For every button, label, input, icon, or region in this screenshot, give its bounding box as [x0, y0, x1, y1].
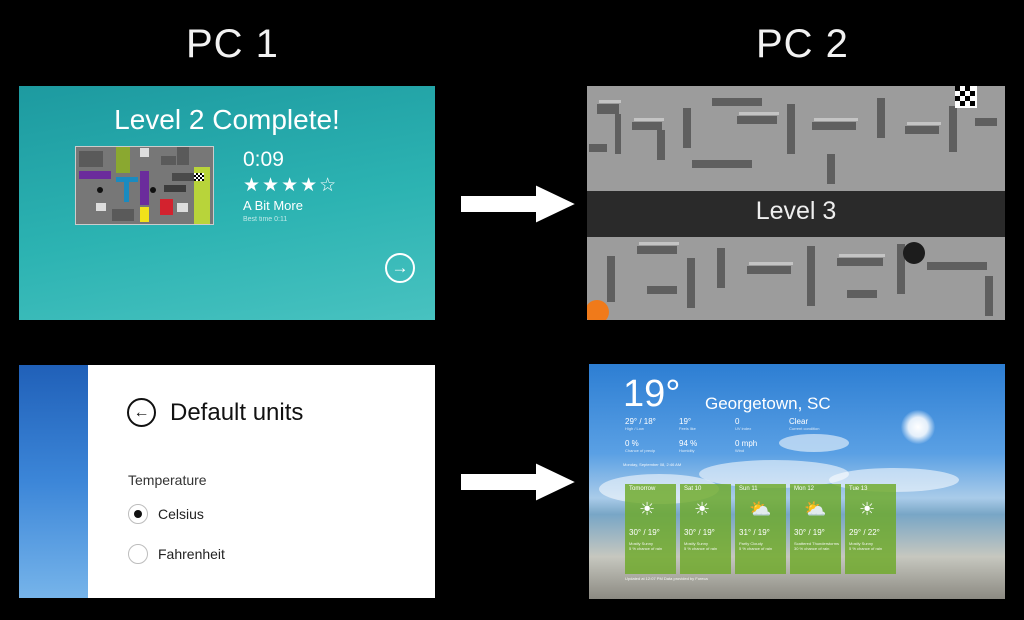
forecast-temp: 29° / 22° — [849, 528, 880, 537]
arrow-right-circle-icon: → — [391, 258, 409, 277]
radio-label: Celsius — [158, 506, 204, 522]
forecast-day-name: Tue 13 — [849, 486, 868, 492]
sun-glow — [901, 410, 935, 444]
arrow-right-icon — [459, 182, 579, 226]
location-name: Georgetown, SC — [705, 394, 831, 413]
settings-header: ← Default units — [127, 398, 303, 427]
best-time: Best time 0:11 — [243, 216, 288, 223]
level-banner — [587, 191, 1005, 237]
stat-feels-like: 19°Feels like — [679, 417, 696, 431]
weather-app-screen: 19° Georgetown, SC 29° / 18°High / Low 1… — [589, 364, 1005, 599]
forecast-temp: 30° / 19° — [629, 528, 660, 537]
arrow-right-icon — [459, 460, 579, 504]
arrow-left-circle-icon: ← — [133, 404, 150, 421]
forecast-temp: 30° / 19° — [794, 528, 825, 537]
radio-label: Fahrenheit — [158, 546, 225, 562]
forecast-day-name: Sun 11 — [739, 486, 758, 492]
cloud-decoration — [779, 434, 849, 452]
column-title-pc2: PC 2 — [756, 22, 849, 66]
forecast-temp: 31° / 19° — [739, 528, 770, 537]
default-units-settings: ← Default units Temperature Celsius Fahr… — [19, 365, 435, 598]
radio-button-icon[interactable] — [128, 544, 148, 564]
radio-celsius[interactable]: Celsius — [128, 504, 204, 524]
radio-fahrenheit[interactable]: Fahrenheit — [128, 544, 225, 564]
level-complete-screen: Level 2 Complete! 0:09 ★★★★☆ A Bit More … — [19, 86, 435, 320]
forecast-temp: 30° / 19° — [684, 528, 715, 537]
level-complete-title: Level 2 Complete! — [114, 104, 340, 135]
background-strip — [19, 365, 88, 598]
forecast-day[interactable]: Mon 12 ⛅ 30° / 19° Scattered Thunderstor… — [790, 484, 841, 574]
next-level-button[interactable]: → — [385, 253, 415, 283]
sun-icon: ☀ — [639, 499, 656, 519]
updated-time: Monday, September 08, 2:46 AM — [623, 462, 682, 467]
completion-time: 0:09 — [243, 148, 284, 171]
settings-title: Default units — [170, 398, 304, 426]
current-temperature: 19° — [623, 373, 681, 415]
cloud-decoration — [699, 460, 849, 488]
radio-button-icon[interactable] — [128, 504, 148, 524]
partly-cloudy-icon: ⛅ — [749, 499, 772, 519]
partly-cloudy-icon: ⛅ — [804, 499, 827, 519]
stat-high-low: 29° / 18°High / Low — [625, 417, 656, 431]
stat-humidity: 94 %Humidity — [679, 439, 698, 453]
back-button[interactable]: ← — [127, 398, 156, 427]
column-title-pc1: PC 1 — [186, 22, 279, 66]
data-attribution: Updated at 12:07 PM Data provided by For… — [625, 576, 708, 581]
temperature-label: Temperature — [128, 472, 207, 488]
sun-icon: ☀ — [859, 499, 876, 519]
sun-icon: ☀ — [694, 499, 711, 519]
forecast-day-name: Mon 12 — [794, 486, 815, 492]
forecast-day-name: Sat 10 — [684, 486, 702, 492]
stat-precip: 0 %Chance of precip — [625, 439, 656, 453]
maze-game-screen: Level 3 — [587, 86, 1005, 320]
rating-label: A Bit More — [243, 198, 303, 213]
star-rating: ★★★★☆ — [243, 175, 339, 196]
level-title: Level 3 — [755, 197, 837, 225]
forecast-day-name: Tomorrow — [629, 486, 656, 492]
level-thumbnail — [75, 146, 214, 225]
